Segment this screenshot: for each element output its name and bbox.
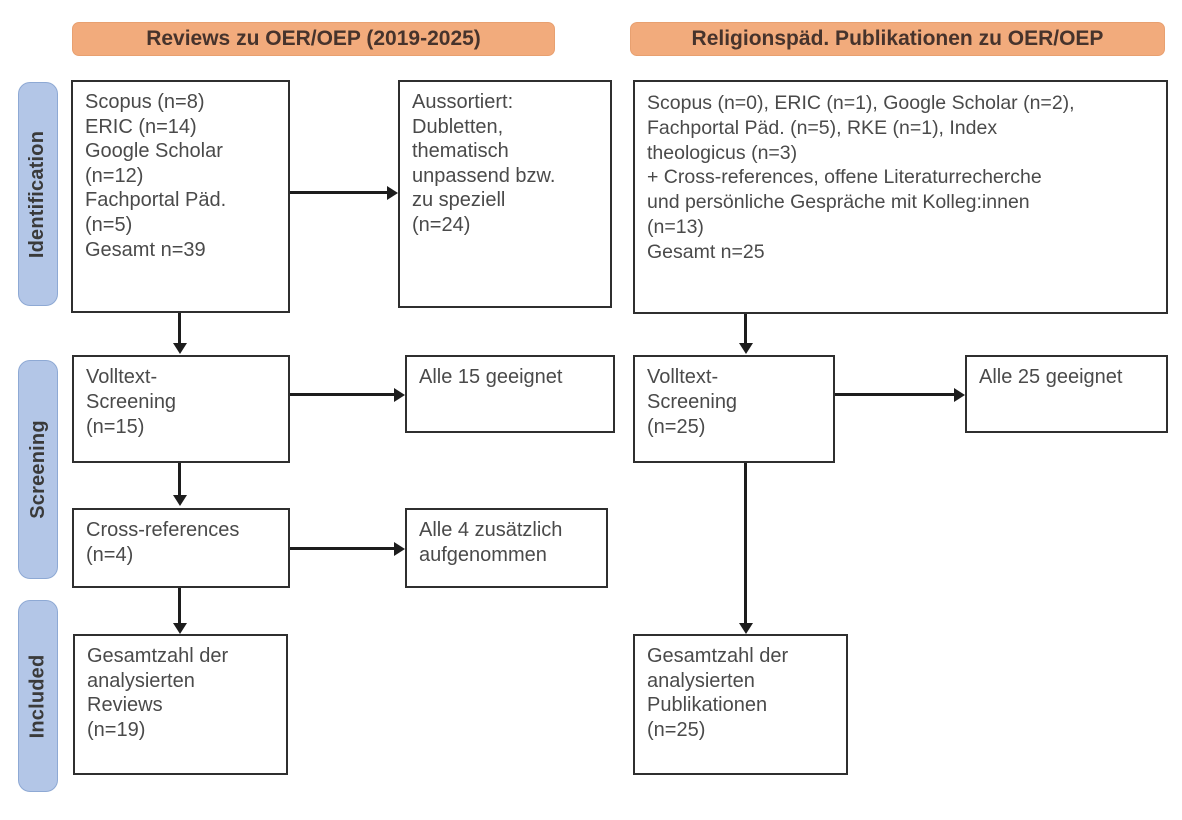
connector-left-crossrefs-to-result xyxy=(290,547,394,550)
box-right-fulltext-result: Alle 25 geeignet xyxy=(965,355,1168,433)
box-right-included-total: Gesamtzahl der analysierten Publikatione… xyxy=(633,634,848,775)
connector-left-fulltext-to-crossrefs xyxy=(178,463,181,495)
connector-right-identification-to-fulltext xyxy=(744,314,747,343)
connector-left-fulltext-to-result xyxy=(290,393,394,396)
arrowhead-left-crossrefs-to-included xyxy=(172,623,187,634)
arrowhead-left-fulltext-to-crossrefs xyxy=(172,495,187,506)
arrowhead-left-identification-to-fulltext xyxy=(172,343,187,354)
column-header-religionspaed: Religionspäd. Publikationen zu OER/OEP xyxy=(630,22,1165,56)
connector-right-fulltext-to-included xyxy=(744,463,747,623)
connector-left-crossrefs-to-included xyxy=(178,588,181,623)
stage-pill-included: Included xyxy=(18,600,58,792)
arrowhead-left-fulltext-to-result xyxy=(394,387,405,402)
arrowhead-right-fulltext-to-included xyxy=(738,623,753,634)
stage-label-identification: Identification xyxy=(26,130,49,258)
stage-label-screening: Screening xyxy=(26,420,49,519)
stage-pill-identification: Identification xyxy=(18,82,58,306)
connector-right-fulltext-to-result xyxy=(835,393,954,396)
box-left-crossreferences: Cross-references (n=4) xyxy=(72,508,290,588)
arrowhead-right-identification-to-fulltext xyxy=(738,343,753,354)
box-right-identification-sources: Scopus (n=0), ERIC (n=1), Google Scholar… xyxy=(633,80,1168,314)
stage-label-included: Included xyxy=(26,654,49,738)
arrowhead-left-identification-to-excluded xyxy=(387,185,398,200)
column-header-reviews: Reviews zu OER/OEP (2019-2025) xyxy=(72,22,555,56)
stage-pill-screening: Screening xyxy=(18,360,58,579)
box-left-excluded: Aussortiert: Dubletten, thematisch unpas… xyxy=(398,80,612,308)
box-right-fulltext-screening: Volltext- Screening (n=25) xyxy=(633,355,835,463)
connector-left-identification-to-fulltext xyxy=(178,313,181,343)
box-left-fulltext-screening: Volltext- Screening (n=15) xyxy=(72,355,290,463)
arrowhead-left-crossrefs-to-result xyxy=(394,541,405,556)
box-left-fulltext-result: Alle 15 geeignet xyxy=(405,355,615,433)
box-left-identification-sources: Scopus (n=8) ERIC (n=14) Google Scholar … xyxy=(71,80,290,313)
arrowhead-right-fulltext-to-result xyxy=(954,387,965,402)
box-left-crossreferences-result: Alle 4 zusätzlich aufgenommen xyxy=(405,508,608,588)
connector-left-identification-to-excluded xyxy=(290,191,387,194)
box-left-included-total: Gesamtzahl der analysierten Reviews (n=1… xyxy=(73,634,288,775)
